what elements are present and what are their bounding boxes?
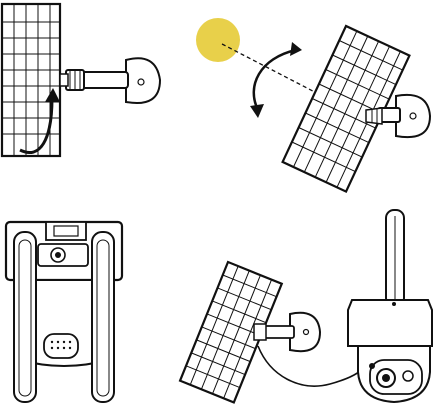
solar-panel-icon (178, 260, 284, 404)
wall-mount-bracket-icon (59, 57, 162, 104)
wall-mount-bracket-icon (365, 94, 432, 138)
sun-icon (196, 18, 240, 62)
wall-mount-bracket-icon (253, 311, 322, 353)
security-camera-icon (347, 209, 433, 404)
rotate-arrow-icon (19, 88, 60, 154)
tilted-solar-panel-icon (281, 24, 411, 193)
solar-panel-icon (0, 2, 62, 158)
tilt-adjust-arrow-icon (250, 42, 302, 118)
solar-panel-back-icon (4, 220, 124, 403)
power-cable-icon (257, 345, 367, 387)
